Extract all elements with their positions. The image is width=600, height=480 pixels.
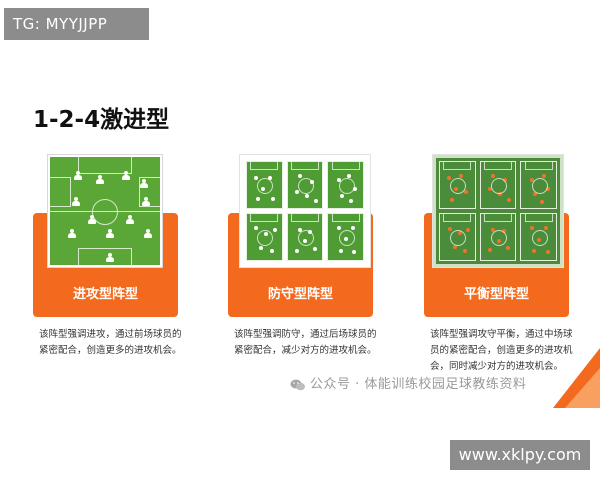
mini-pitch [479, 161, 517, 209]
watermark-text: 公众号 · 体能训练校园足球教练资料 [310, 377, 527, 392]
watermark: 公众号 · 体能训练校园足球教练资料 [290, 373, 526, 392]
mini-pitch [286, 161, 324, 209]
corner-accent-triangle [553, 348, 600, 408]
wechat-icon [290, 379, 306, 391]
card-description-balanced: 该阵型强调攻守平衡，通过中场球员的紧密配合，创造更多的进攻机会，同时减少对方的进… [430, 329, 573, 372]
tg-badge-text: TG: MYYJJPP [13, 15, 108, 33]
tg-badge: TG: MYYJJPP [4, 8, 149, 40]
card-description-defense: 该阵型强调防守，通过后场球员的紧密配合，减少对方的进攻机会。 [234, 329, 377, 356]
page-heading: 1-2-4激进型 [33, 107, 170, 133]
mini-pitch [520, 161, 557, 209]
mini-pitch [327, 213, 364, 261]
pitch-diagram-attack [48, 155, 162, 267]
card-label-defense: 防守型阵型 [267, 287, 333, 302]
card-description-attack: 该阵型强调进攻，通过前场球员的紧密配合，创造更多的进攻机会。 [39, 329, 182, 356]
mini-pitch [246, 161, 283, 209]
site-badge: www.xklpy.com [450, 440, 590, 470]
site-badge-text: www.xklpy.com [458, 445, 582, 464]
card-label-balanced: 平衡型阵型 [463, 287, 529, 302]
mini-pitch [439, 213, 476, 261]
pitch-grid-defense [240, 155, 370, 267]
pitch-grid-balanced [433, 155, 563, 267]
mini-pitch [246, 213, 283, 261]
mini-pitch [327, 161, 364, 209]
mini-pitch [479, 213, 517, 261]
mini-pitch [520, 213, 557, 261]
card-label-attack: 进攻型阵型 [72, 287, 138, 302]
mini-pitch [439, 161, 476, 209]
mini-pitch [286, 213, 324, 261]
